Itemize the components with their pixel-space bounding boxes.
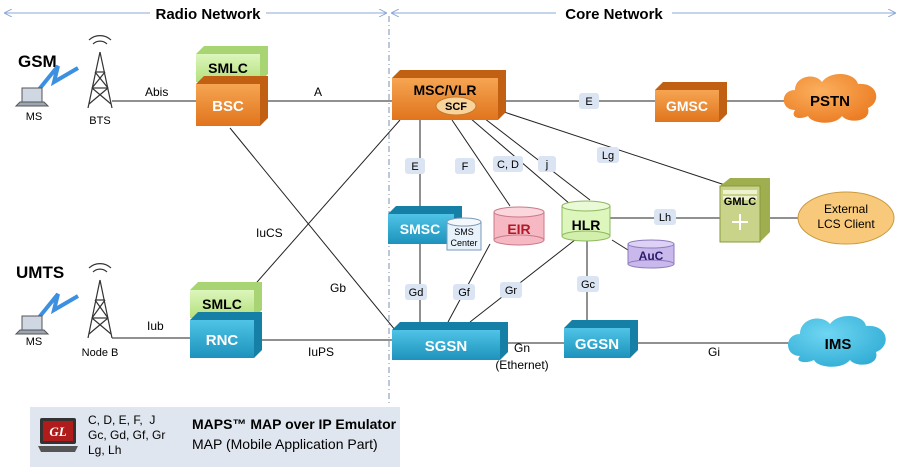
legend-box: GL C, D, E, F, J Gc, Gd, Gf, Gr Lg, Lh [30, 407, 400, 467]
umts-radio-link-icon [30, 292, 80, 328]
gn-sub-label: (Ethernet) [495, 358, 548, 372]
sms-center-cylinder: SMS Center [446, 217, 482, 251]
legend-title: MAPS™ MAP over IP Emulator [192, 416, 397, 432]
gsm-label: GSM [18, 52, 57, 71]
bts-tower-icon [87, 35, 113, 109]
msc-vlr-box: MSC/VLR SCF [392, 70, 506, 120]
external-lcs-client: External LCS Client [797, 191, 895, 245]
core-network-label: Core Network [565, 6, 663, 23]
interface-pill-f: F [455, 158, 475, 174]
svg-text:F: F [462, 161, 469, 173]
hlr-label: HLR [572, 217, 601, 233]
svg-text:E: E [411, 161, 418, 173]
ggsn-box: GGSN [564, 320, 638, 358]
gl-logo-icon: GL [38, 415, 78, 455]
a-label: A [314, 85, 322, 99]
interface-pill-j: j [538, 156, 556, 172]
smsc-box: SMSC [388, 206, 462, 244]
gl-logo-text: GL [49, 424, 66, 439]
interface-pill-gc: Gc [577, 276, 599, 292]
svg-text:Gr: Gr [505, 285, 518, 297]
gsm-radio-link-icon [30, 64, 80, 100]
smsc-label: SMSC [400, 221, 440, 237]
ims-label: IMS [825, 336, 852, 353]
external-lcs-label-1: External [824, 202, 868, 216]
iub-label: Iub [147, 319, 164, 333]
ggsn-label: GGSN [575, 336, 619, 353]
pstn-cloud: PSTN [783, 73, 877, 123]
scf-label: SCF [445, 101, 467, 113]
svg-text:Gf: Gf [458, 287, 471, 299]
ims-cloud: IMS [788, 315, 886, 367]
legend-codes: C, D, E, F, J Gc, Gd, Gf, Gr Lg, Lh [88, 413, 165, 458]
interface-pill-e-gmsc: E [579, 93, 599, 109]
svg-text:Lg: Lg [602, 150, 614, 162]
bts-label: BTS [89, 115, 110, 127]
ms-umts-label: MS [26, 336, 43, 348]
gmsc-box: GMSC [655, 82, 727, 122]
interface-pill-lg: Lg [597, 147, 619, 163]
svg-text:E: E [585, 96, 592, 108]
sgsn-label: SGSN [425, 338, 468, 355]
auc-label: AuC [639, 249, 664, 263]
node-b-tower-icon [87, 263, 113, 339]
bsc-box: BSC [196, 76, 268, 126]
svg-text:j: j [545, 159, 548, 171]
svg-text:Lh: Lh [659, 212, 671, 224]
eir-cylinder: EIR [493, 206, 545, 246]
node-b-label: Node B [82, 347, 119, 359]
sgsn-box: SGSN [392, 322, 508, 360]
rnc-label: RNC [206, 332, 239, 349]
smlc-gsm-label: SMLC [208, 60, 248, 76]
radio-network-label: Radio Network [155, 6, 261, 23]
router-arrows-icon [732, 214, 748, 230]
svg-text:Gc: Gc [581, 279, 596, 291]
interface-pill-gd: Gd [405, 284, 427, 300]
interface-pill-gf: Gf [453, 284, 475, 300]
legend-subtitle: MAP (Mobile Application Part) [192, 436, 378, 452]
ms-laptop-icon [14, 87, 50, 107]
legend-codes-line-3: Lg, Lh [88, 443, 122, 457]
umts-label: UMTS [16, 263, 64, 282]
gn-label: Gn [514, 341, 530, 355]
eir-label: EIR [507, 221, 530, 237]
legend-codes-line-1: C, D, E, F, J [88, 413, 156, 427]
auc-cylinder: AuC [627, 239, 675, 269]
iups-label: IuPS [308, 345, 334, 359]
iucs-label: IuCS [256, 226, 283, 240]
gi-label: Gi [708, 345, 720, 359]
gmsc-label: GMSC [666, 98, 708, 114]
hlr-cylinder: HLR [561, 200, 611, 242]
interface-pill-gr: Gr [500, 282, 522, 298]
interface-pill-cd: C, D [493, 156, 523, 172]
interface-pill-e-smsc: E [405, 158, 425, 174]
external-lcs-label-2: LCS Client [817, 217, 875, 231]
gb-label: Gb [330, 281, 346, 295]
svg-text:C, D: C, D [497, 159, 519, 171]
bsc-label: BSC [212, 98, 244, 115]
sms-center-label-2: Center [450, 238, 477, 248]
gmlc-server: GMLC [719, 178, 770, 243]
ms-laptop-icon [14, 315, 50, 335]
msc-vlr-label: MSC/VLR [414, 82, 477, 98]
ms-gsm-label: MS [26, 111, 43, 123]
legend-codes-line-2: Gc, Gd, Gf, Gr [88, 428, 166, 442]
gmlc-label: GMLC [724, 196, 756, 208]
abis-label: Abis [145, 85, 168, 99]
svg-text:Gd: Gd [409, 287, 424, 299]
rnc-box: RNC [190, 312, 262, 358]
interface-pill-lh: Lh [654, 209, 676, 225]
sms-center-label-1: SMS [454, 227, 474, 237]
smlc-umts-label: SMLC [202, 296, 242, 312]
pstn-label: PSTN [810, 93, 850, 110]
